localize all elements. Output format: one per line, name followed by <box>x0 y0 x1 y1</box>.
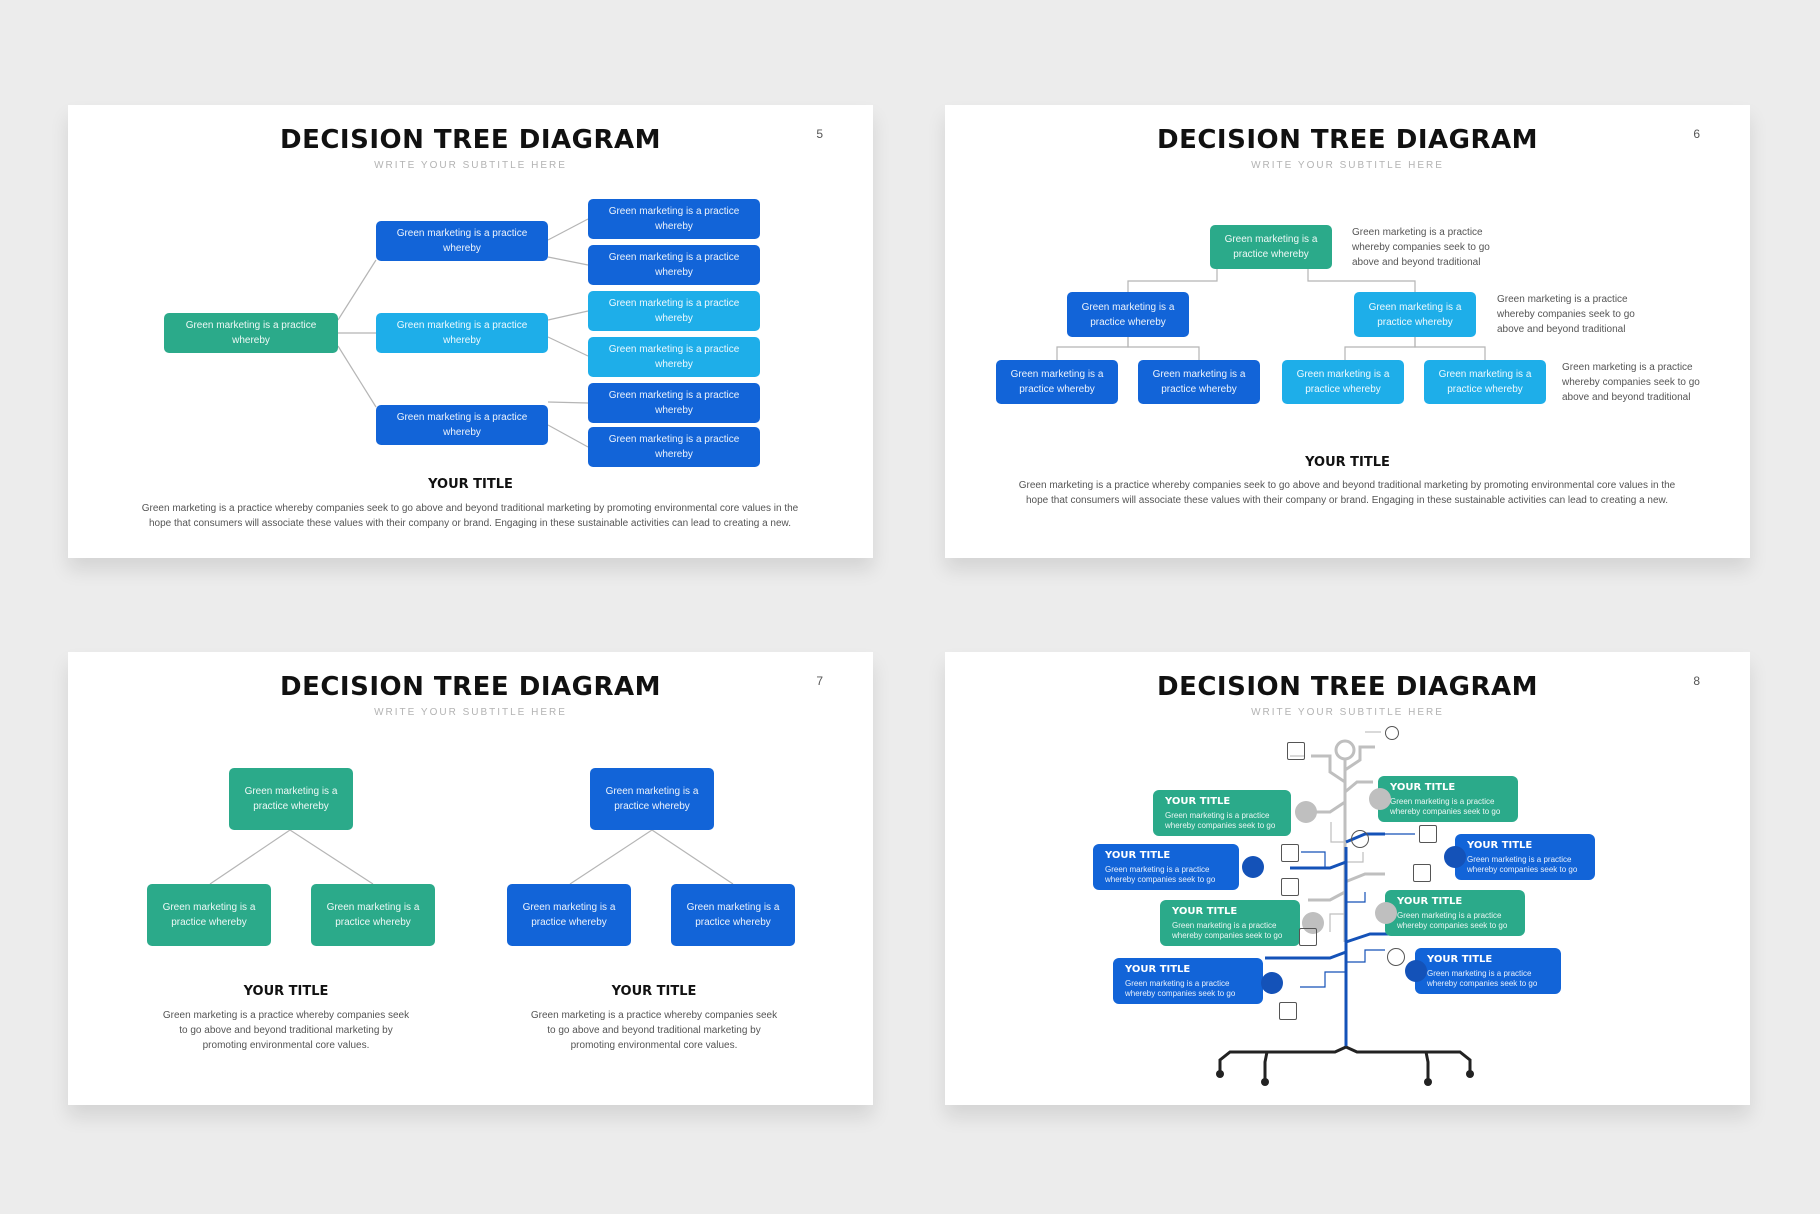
card-title: YOUR TITLE <box>1172 906 1238 917</box>
layout-icon <box>1419 825 1437 843</box>
card-title: YOUR TITLE <box>1390 782 1456 793</box>
branch-dot <box>1242 856 1264 878</box>
store-icon <box>1413 864 1431 882</box>
slide-subtitle: WRITE YOUR SUBTITLE HERE <box>1251 160 1444 171</box>
section-body: Green marketing is a practice whereby co… <box>141 503 799 529</box>
right-heading: YOUR TITLE <box>611 984 697 999</box>
left-body: Green marketing is a practice whereby co… <box>162 1010 410 1051</box>
left-root-node[interactable]: Green marketing is a practice whereby <box>229 768 353 830</box>
network-icon <box>1351 830 1369 848</box>
section-body: Green marketing is a practice whereby co… <box>1018 480 1676 506</box>
slide-number: 5 <box>816 127 823 141</box>
branch-card-1[interactable]: YOUR TITLE Green marketing is a practice… <box>1153 790 1291 836</box>
user-icon <box>1387 948 1405 966</box>
chart-icon <box>1281 844 1299 862</box>
mid-node-3[interactable]: Green marketing is a practice whereby <box>376 405 548 445</box>
tree-trunk <box>1216 731 1474 1086</box>
branch-card-5[interactable]: YOUR TITLE Green marketing is a practice… <box>1160 900 1300 946</box>
card-desc: Green marketing is a practice whereby co… <box>1105 865 1216 884</box>
card-title: YOUR TITLE <box>1105 850 1171 861</box>
branch-dot <box>1405 960 1427 982</box>
card-title: YOUR TITLE <box>1397 896 1463 907</box>
card-desc: Green marketing is a practice whereby co… <box>1467 855 1578 874</box>
slide-number: 8 <box>1693 674 1700 688</box>
side-note-2: Green marketing is a practice whereby co… <box>1497 294 1635 335</box>
tree-connectors <box>1056 269 1486 360</box>
leaf-node-5[interactable]: Green marketing is a practice whereby <box>588 383 760 423</box>
branch-card-6[interactable]: YOUR TITLE Green marketing is a practice… <box>1385 890 1525 936</box>
monitor-icon <box>1287 742 1305 760</box>
slide-number: 6 <box>1693 127 1700 141</box>
left-child-node-1[interactable]: Green marketing is a practice whereby <box>147 884 271 946</box>
mid-node-1[interactable]: Green marketing is a practice whereby <box>376 221 548 261</box>
slide-title: DECISION TREE DIAGRAM <box>280 672 661 702</box>
computer-icon <box>1299 928 1317 946</box>
mid-node-2[interactable]: Green marketing is a practice whereby <box>376 313 548 353</box>
map-icon <box>1281 878 1299 896</box>
right-root-node[interactable]: Green marketing is a practice whereby <box>590 768 714 830</box>
card-desc: Green marketing is a practice whereby co… <box>1390 797 1501 816</box>
branch-dot <box>1295 801 1317 823</box>
card-title: YOUR TITLE <box>1165 796 1231 807</box>
slide-subtitle: WRITE YOUR SUBTITLE HERE <box>1251 707 1444 718</box>
right-body: Green marketing is a practice whereby co… <box>530 1010 778 1051</box>
branch-card-8[interactable]: YOUR TITLE Green marketing is a practice… <box>1415 948 1561 994</box>
search-icon <box>1385 726 1399 740</box>
card-desc: Green marketing is a practice whereby co… <box>1125 979 1236 998</box>
leaf-node-4[interactable]: Green marketing is a practice whereby <box>1424 360 1546 404</box>
branch-dot <box>1369 788 1391 810</box>
leaf-node-1[interactable]: Green marketing is a practice whereby <box>588 199 760 239</box>
branch-card-3[interactable]: YOUR TITLE Green marketing is a practice… <box>1093 844 1239 890</box>
leaf-node-1[interactable]: Green marketing is a practice whereby <box>996 360 1118 404</box>
tree-connectors <box>337 218 589 448</box>
slide-6: DECISION TREE DIAGRAM WRITE YOUR SUBTITL… <box>945 105 1750 558</box>
card-title: YOUR TITLE <box>1125 964 1191 975</box>
left-heading: YOUR TITLE <box>243 984 329 999</box>
side-note-1: Green marketing is a practice whereby co… <box>1352 227 1490 268</box>
slide-title: DECISION TREE DIAGRAM <box>1157 672 1538 702</box>
section-heading: YOUR TITLE <box>428 477 513 492</box>
right-child-node-1[interactable]: Green marketing is a practice whereby <box>507 884 631 946</box>
card-title: YOUR TITLE <box>1427 954 1493 965</box>
mid-node-2[interactable]: Green marketing is a practice whereby <box>1354 292 1476 337</box>
tree-connectors <box>209 829 734 885</box>
branch-card-7[interactable]: YOUR TITLE Green marketing is a practice… <box>1113 958 1263 1004</box>
leaf-node-3[interactable]: Green marketing is a practice whereby <box>588 291 760 331</box>
branch-dot <box>1375 902 1397 924</box>
slide-subtitle: WRITE YOUR SUBTITLE HERE <box>374 707 567 718</box>
card-desc: Green marketing is a practice whereby co… <box>1397 911 1508 930</box>
leaf-node-2[interactable]: Green marketing is a practice whereby <box>588 245 760 285</box>
leaf-node-6[interactable]: Green marketing is a practice whereby <box>588 427 760 467</box>
branch-card-2[interactable]: YOUR TITLE Green marketing is a practice… <box>1378 776 1518 822</box>
leaf-node-4[interactable]: Green marketing is a practice whereby <box>588 337 760 377</box>
mid-node-1[interactable]: Green marketing is a practice whereby <box>1067 292 1189 337</box>
branch-dot <box>1444 846 1466 868</box>
branch-dot <box>1261 972 1283 994</box>
slide-subtitle: WRITE YOUR SUBTITLE HERE <box>374 160 567 171</box>
slide-number: 7 <box>816 674 823 688</box>
left-child-node-2[interactable]: Green marketing is a practice whereby <box>311 884 435 946</box>
root-node[interactable]: Green marketing is a practice whereby <box>164 313 338 353</box>
slide-5: DECISION TREE DIAGRAM WRITE YOUR SUBTITL… <box>68 105 873 558</box>
card-title: YOUR TITLE <box>1467 840 1533 851</box>
section-heading: YOUR TITLE <box>1305 455 1390 470</box>
card-desc: Green marketing is a practice whereby co… <box>1172 921 1283 940</box>
slide-7: DECISION TREE DIAGRAM WRITE YOUR SUBTITL… <box>68 652 873 1105</box>
leaf-node-2[interactable]: Green marketing is a practice whereby <box>1138 360 1260 404</box>
slide-title: DECISION TREE DIAGRAM <box>280 125 661 155</box>
card-desc: Green marketing is a practice whereby co… <box>1165 811 1276 830</box>
slide-title: DECISION TREE DIAGRAM <box>1157 125 1538 155</box>
leaf-node-3[interactable]: Green marketing is a practice whereby <box>1282 360 1404 404</box>
slide-8: DECISION TREE DIAGRAM WRITE YOUR SUBTITL… <box>945 652 1750 1105</box>
money-icon <box>1279 1002 1297 1020</box>
side-note-3: Green marketing is a practice whereby co… <box>1562 362 1700 403</box>
root-node[interactable]: Green marketing is a practice whereby <box>1210 225 1332 269</box>
card-desc: Green marketing is a practice whereby co… <box>1427 969 1538 988</box>
right-child-node-2[interactable]: Green marketing is a practice whereby <box>671 884 795 946</box>
branch-card-4[interactable]: YOUR TITLE Green marketing is a practice… <box>1455 834 1595 880</box>
